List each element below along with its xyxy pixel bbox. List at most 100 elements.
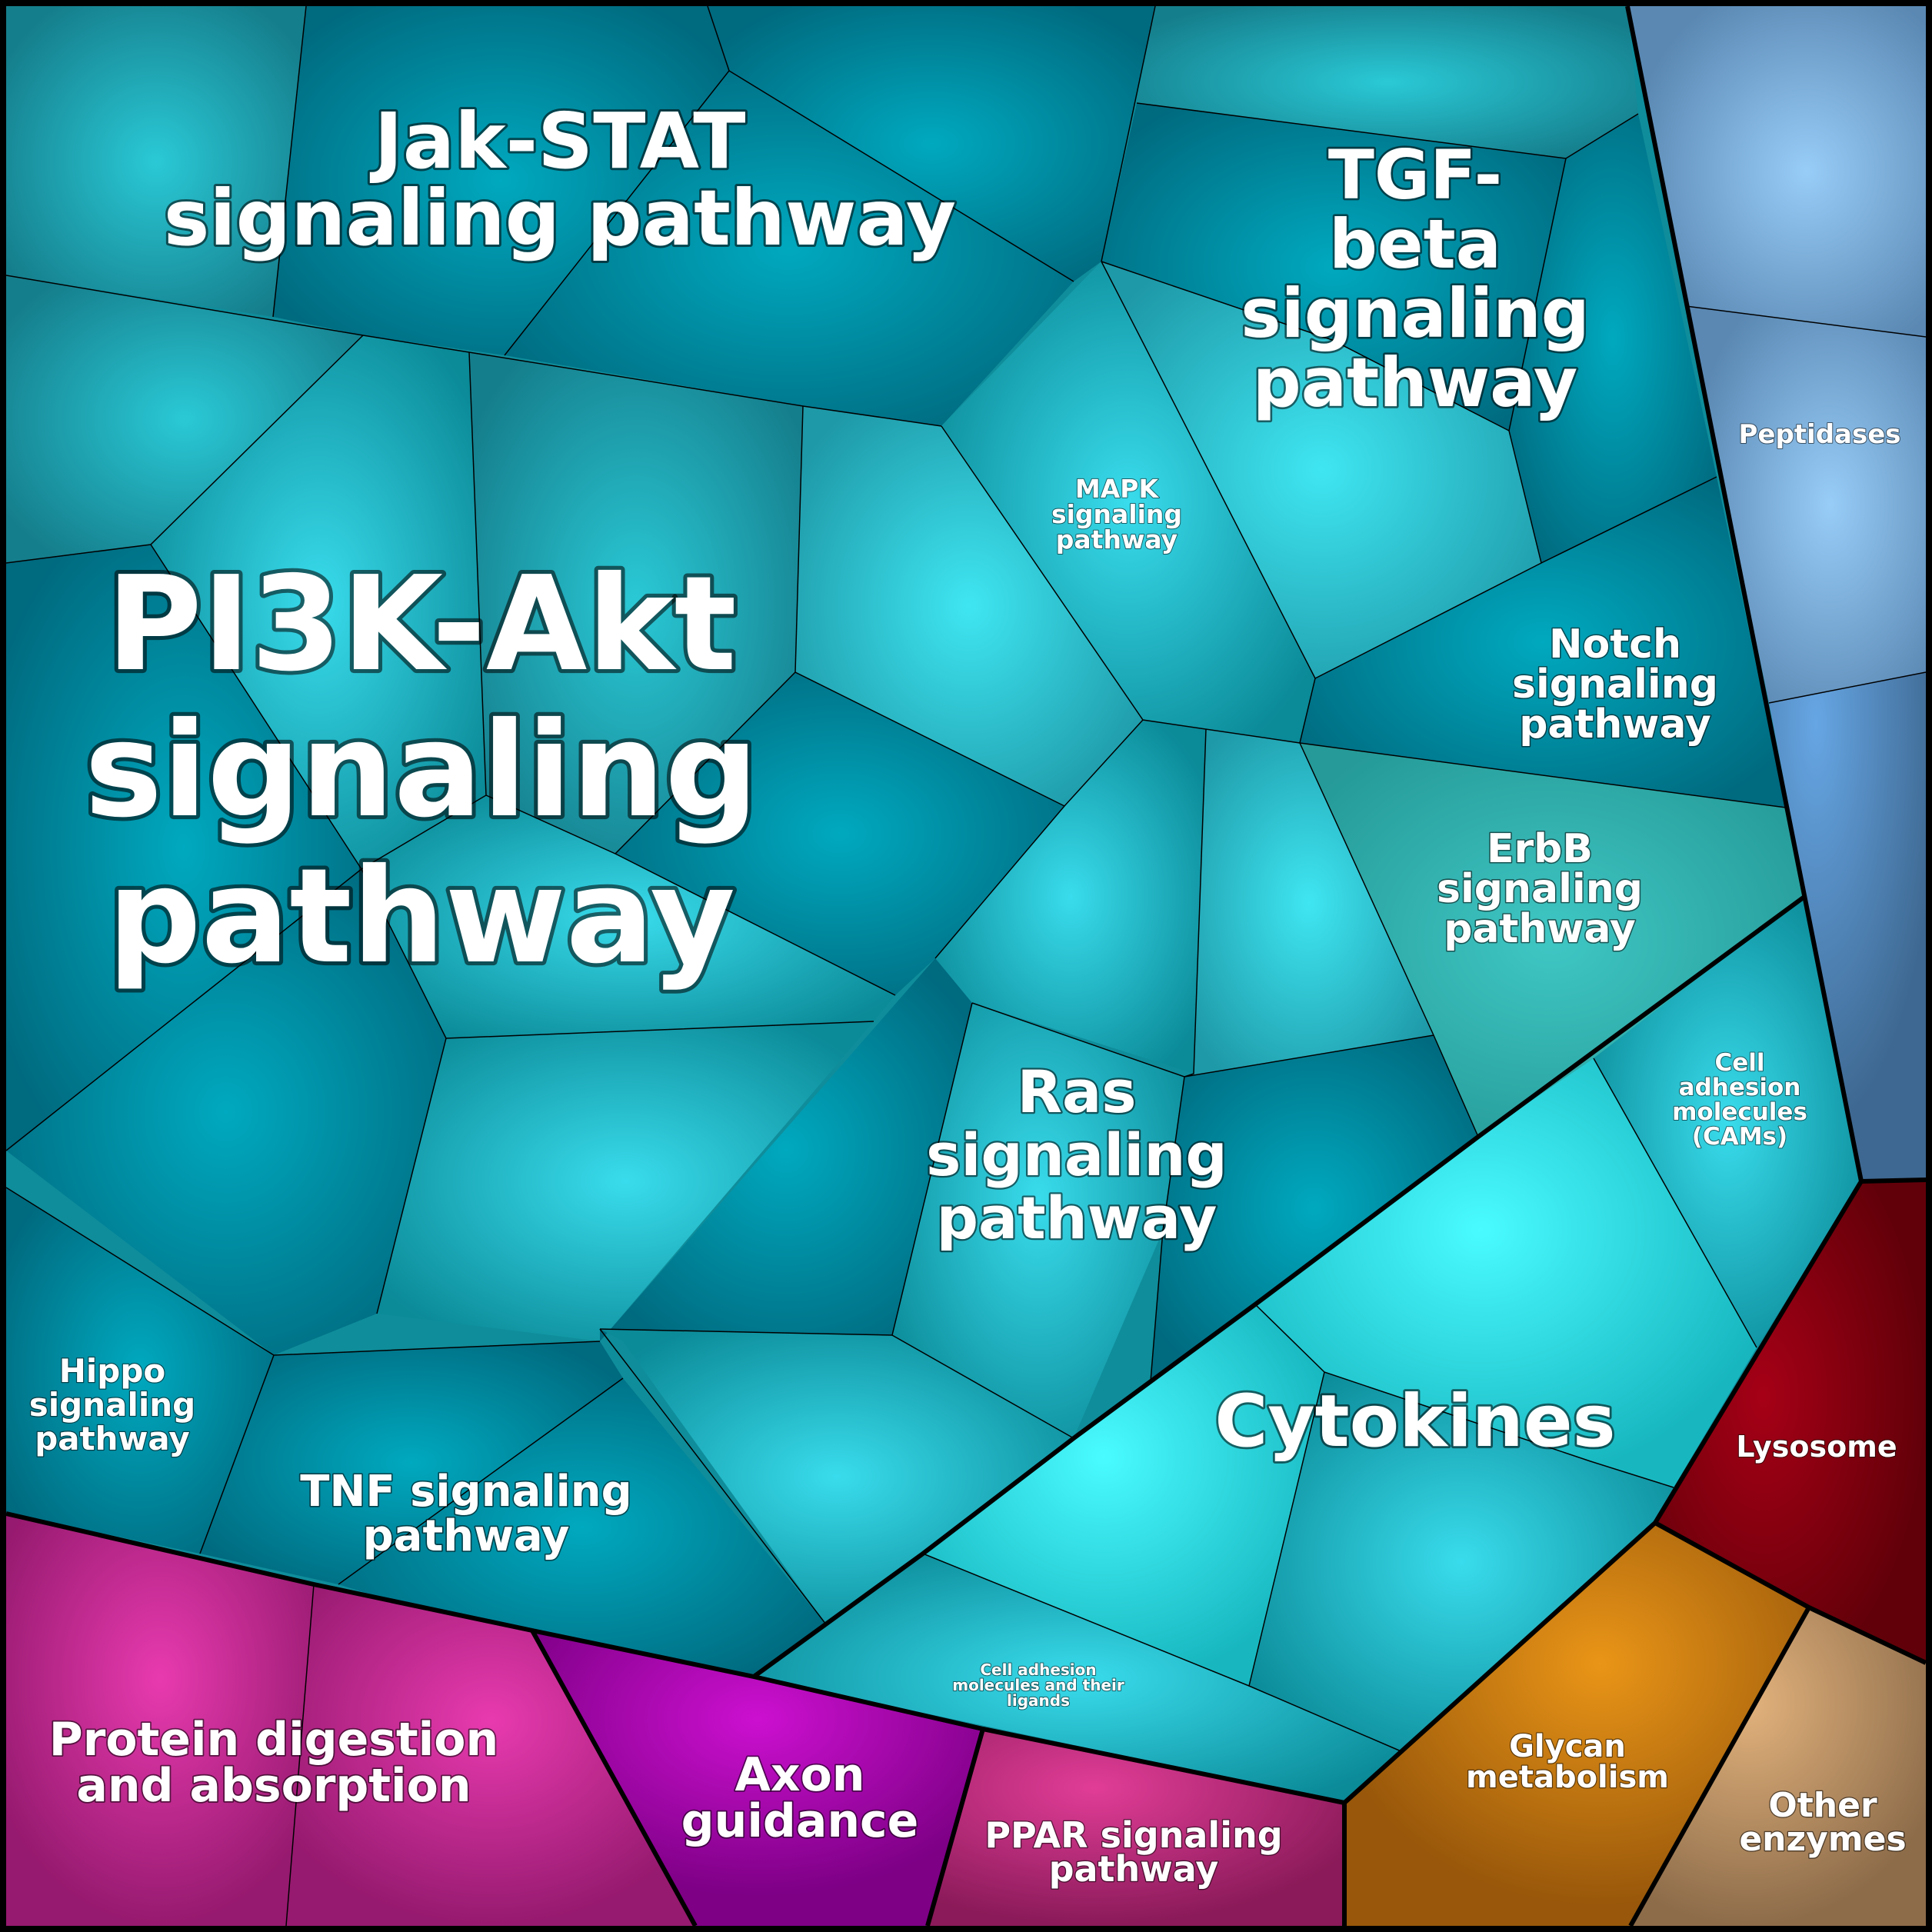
cell-pi3k-f <box>6 545 361 1151</box>
label-line: ErbB <box>1487 826 1593 872</box>
label-line: MAPK <box>1075 474 1160 504</box>
cell-top-mid <box>708 6 1155 281</box>
cell-cams <box>1594 897 1861 1347</box>
cell-peptidases-b <box>1686 306 1926 703</box>
cell-hippo <box>6 1188 274 1554</box>
cell-pi3k-b <box>151 335 486 869</box>
label-line: signaling pathway <box>164 173 956 263</box>
cell-pi3k-c <box>469 352 803 854</box>
label-line: PPAR signaling <box>984 1814 1282 1856</box>
label-cytokines: Cytokines <box>1214 1380 1615 1464</box>
cell-tgf-top <box>1137 6 1638 158</box>
label-peptidases: Peptidases <box>1738 419 1900 450</box>
label-line: Other <box>1768 1786 1877 1825</box>
label-line: molecules <box>1672 1098 1807 1126</box>
label-line: metabolism <box>1466 1760 1669 1795</box>
label-line: Lysosome <box>1736 1430 1897 1464</box>
cell-peptidases-a <box>1627 6 1926 337</box>
cell-tnf-left <box>200 1341 623 1584</box>
label-line: signaling <box>85 695 758 847</box>
cell-ras-upper <box>935 720 1206 1074</box>
label-line: Hippo <box>59 1352 166 1390</box>
cell-tgf-right <box>1509 114 1717 563</box>
label-line: signaling <box>1512 661 1718 708</box>
label-line: signaling <box>1437 866 1643 912</box>
cell-jak-left <box>6 6 306 317</box>
label-line: Peptidases <box>1738 419 1900 450</box>
cell-tgf-lower <box>1101 261 1541 678</box>
label-line: beta <box>1329 205 1501 284</box>
label-line: pathway <box>108 841 735 993</box>
label-line: signaling <box>29 1386 195 1424</box>
label-line: and absorption <box>76 1759 471 1813</box>
label-lysosome: Lysosome <box>1736 1430 1897 1464</box>
cell-pi3k-d <box>795 406 1143 806</box>
thin-borders <box>5 5 1927 1927</box>
label-line: pathway <box>363 1511 570 1561</box>
label-line: pathway <box>1049 1848 1219 1890</box>
label-line: pathway <box>35 1420 190 1457</box>
label-line: Ras <box>1017 1058 1136 1126</box>
cell-cytokines <box>923 1304 1324 1686</box>
label-line: enzymes <box>1739 1820 1906 1859</box>
cell-jak-right <box>505 71 1074 426</box>
label-line: Notch <box>1549 621 1681 668</box>
label-line: adhesion <box>1679 1074 1801 1101</box>
label-line: TGF- <box>1328 135 1502 215</box>
label-line: (CAMs) <box>1692 1123 1787 1151</box>
cell-cytokines-right <box>1249 1372 1674 1752</box>
label-line: ligands <box>1007 1691 1070 1710</box>
cell-peptidases-c <box>1769 672 1926 1181</box>
label-line: guidance <box>681 1794 919 1848</box>
label-line: Cytokines <box>1214 1380 1615 1464</box>
label-line: Glycan <box>1509 1729 1626 1764</box>
cell-enzymes <box>1631 1607 1926 1926</box>
label-line: Jak-STAT <box>369 96 745 186</box>
label-line: signaling <box>926 1121 1227 1189</box>
label-line: pathway <box>1444 906 1636 952</box>
cell-pi3k-g <box>361 795 895 1038</box>
cell-protein-b <box>286 1584 695 1926</box>
label-line: Cell adhesion <box>980 1661 1096 1679</box>
cell-notch <box>1300 477 1786 808</box>
cell-ppar <box>928 1729 1344 1926</box>
label-line: Protein digestion <box>49 1713 498 1767</box>
cell-tnf <box>338 1378 826 1677</box>
signaling-cells <box>6 6 1861 1803</box>
cell-lysosome <box>1655 1180 1926 1663</box>
label-line: pathway <box>1253 343 1577 422</box>
label-line: pathway <box>1519 701 1711 748</box>
cell-mapk <box>941 261 1315 743</box>
cell-jak-stat <box>273 6 729 355</box>
cell-protein-a <box>6 1514 314 1926</box>
cell-ras-lower-left <box>600 958 972 1341</box>
cell-celladh <box>754 1554 1403 1803</box>
label-line: pathway <box>937 1184 1217 1252</box>
cell-ras-right <box>1184 729 1434 1077</box>
cell-lower-mid <box>377 1021 874 1341</box>
cell-tgf-beta <box>1101 103 1566 431</box>
cell-ras-lower-right <box>1151 1035 1478 1381</box>
cell-pi3k-e <box>615 672 1064 995</box>
label-line: PI3K-Akt <box>106 548 737 701</box>
cell-lower-center <box>600 1329 1074 1624</box>
